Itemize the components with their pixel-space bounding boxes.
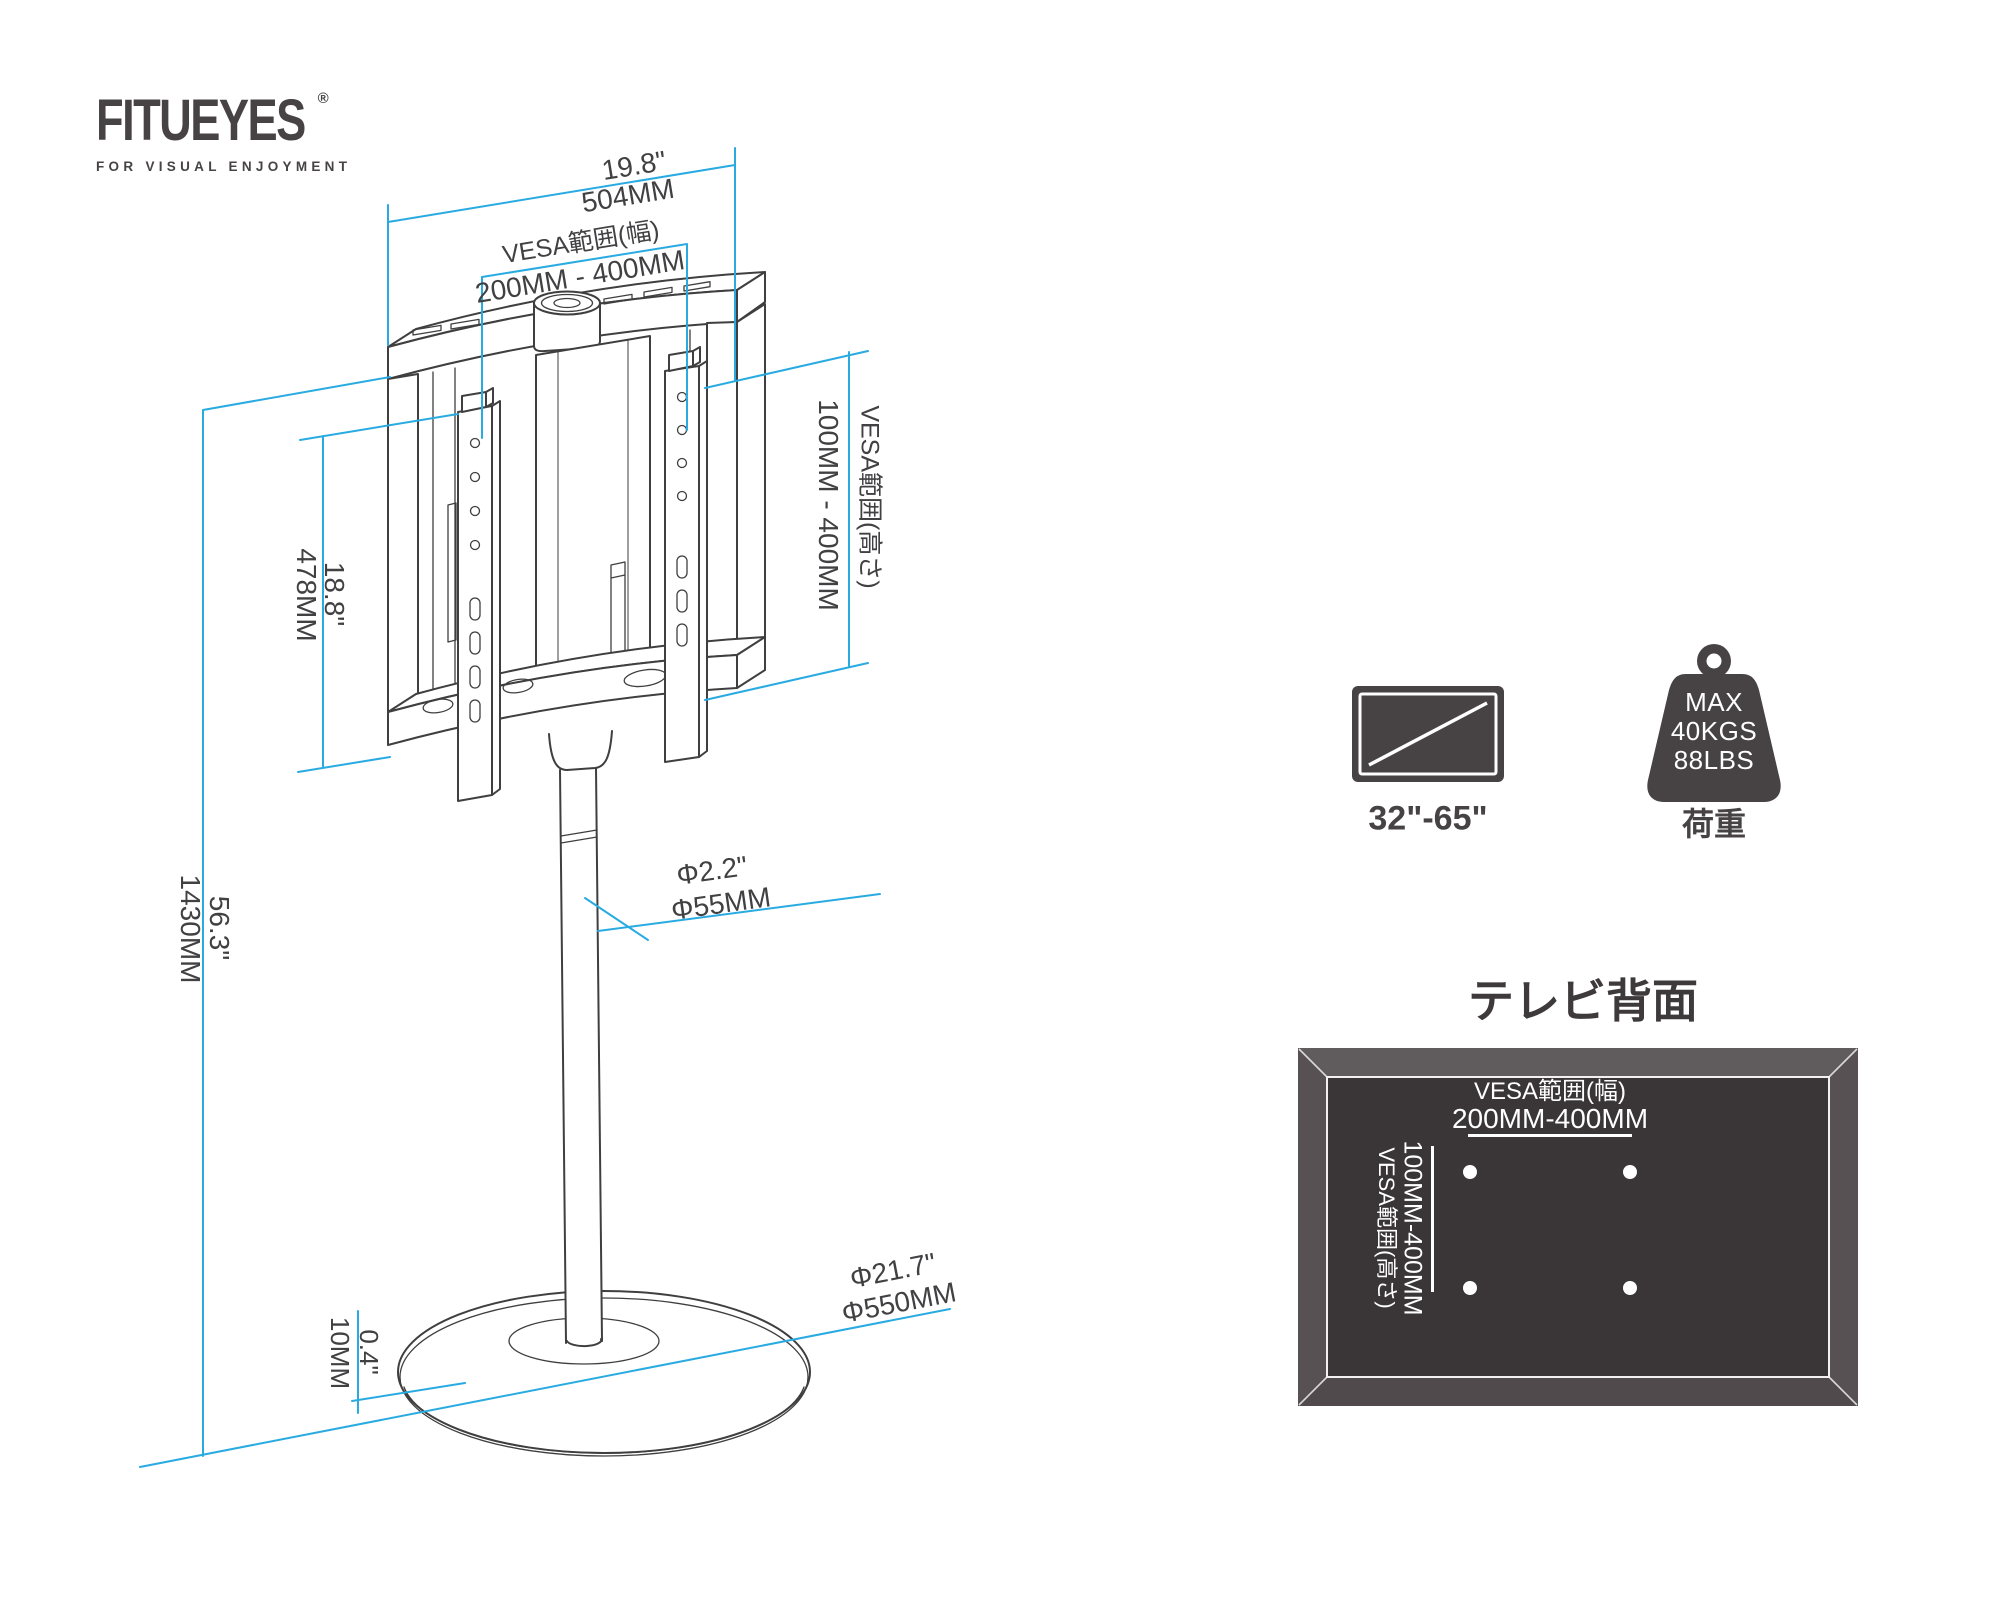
mount-bracket — [387, 271, 766, 771]
dim-base-thickness-mm: 10MM — [325, 1316, 355, 1390]
panel-vesa-height-label: VESA範囲(高さ) — [1374, 1147, 1399, 1309]
dim-line-top-width — [387, 147, 736, 381]
brand-logo: FITUEYES ® FOR VISUAL ENJOYMENT — [96, 88, 375, 174]
top-vent-slots — [412, 281, 711, 336]
screen-size-label: 32"-65" — [1368, 799, 1488, 838]
dim-stand-height-inch: 56.3" — [204, 895, 235, 961]
vesa-hole-bottom-left — [1463, 1281, 1477, 1295]
max-load-text: MAX 40KGS 88LBS — [1630, 688, 1798, 775]
dim-line-vesa-width — [481, 243, 688, 439]
registered-mark: ® — [317, 90, 329, 107]
dim-vesa-height-range: 100MM - 400MM — [813, 399, 844, 611]
panel-bevel-lines — [1298, 1048, 1858, 1406]
tv-diagonal-icon — [1352, 686, 1504, 782]
max-load-label: 荷重 — [1681, 806, 1747, 842]
dim-line-base-thickness — [351, 1310, 466, 1414]
panel-vesa-height-range: 100MM-400MM — [1398, 1140, 1427, 1316]
brand-tagline: FOR VISUAL ENJOYMENT — [96, 159, 352, 174]
max-load-line2: 40KGS — [1670, 716, 1758, 746]
dim-line-bracket-height — [297, 413, 459, 773]
dim-line-base-diameter — [139, 1308, 951, 1468]
max-load-line1: MAX — [1685, 687, 1743, 717]
dim-vesa-height-label: VESA範囲(高さ) — [855, 405, 884, 589]
vesa-rails — [457, 346, 708, 802]
panel-width-dimension-line — [1468, 1134, 1632, 1137]
max-load-line3: 88LBS — [1673, 745, 1755, 775]
dim-line-vesa-height — [704, 350, 869, 701]
dim-base-thickness-inch: 0.4" — [354, 1329, 384, 1375]
dimension-lines — [139, 147, 951, 1468]
dim-line-pole-diameter — [584, 893, 881, 941]
dim-stand-height-mm: 1430MM — [175, 874, 206, 984]
panel-vesa-width-label: VESA範囲(幅) — [1473, 1078, 1627, 1105]
vesa-hole-top-left — [1463, 1165, 1477, 1179]
base-plate — [397, 1290, 811, 1457]
vesa-hole-bottom-right — [1623, 1281, 1637, 1295]
brand-name: FITUEYES — [96, 88, 306, 153]
dim-line-stand-height — [202, 376, 391, 1457]
vesa-hole-top-right — [1623, 1165, 1637, 1179]
dim-bracket-height-inch: 18.8" — [319, 561, 350, 627]
tv-back-title: テレビ背面 — [1468, 975, 1698, 1027]
tv-back-panel — [1298, 1048, 1858, 1406]
brand-logo-row: FITUEYES ® — [96, 88, 375, 153]
tv-back-panel-inner — [1326, 1076, 1830, 1378]
dim-bracket-height-mm: 478MM — [291, 548, 322, 642]
pole — [559, 767, 603, 1348]
weight-kettlebell-icon — [1628, 640, 1800, 808]
panel-height-dimension-line — [1431, 1146, 1434, 1292]
panel-vesa-width-range: 200MM-400MM — [1451, 1103, 1649, 1134]
